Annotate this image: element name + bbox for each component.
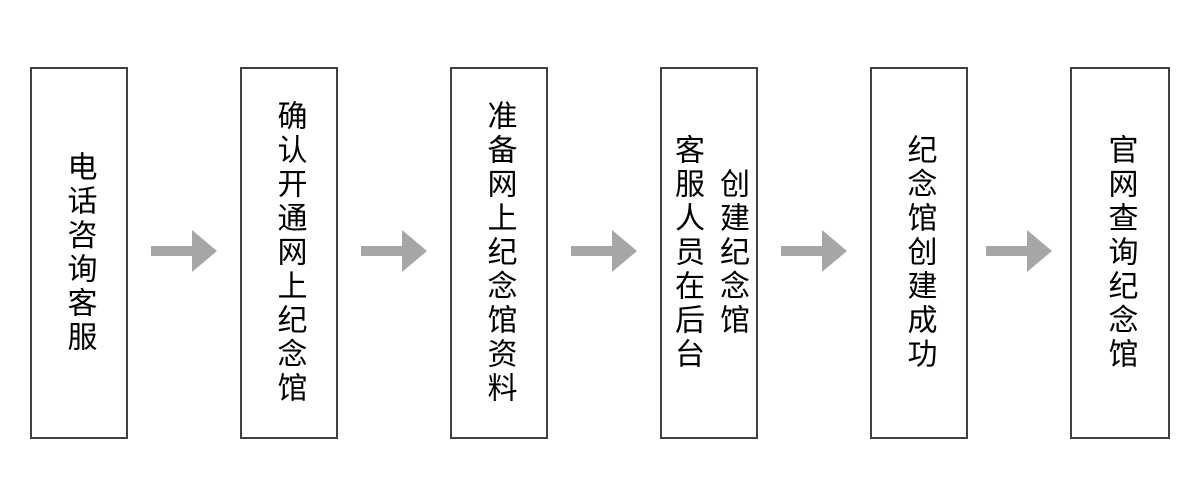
step-box-create-success: 纪念馆创建成功 [870, 67, 968, 439]
right-arrow-icon [361, 230, 427, 272]
right-arrow-icon [571, 230, 637, 272]
step-box-prepare-materials: 准备网上纪念馆资料 [450, 67, 548, 439]
right-arrow-icon [781, 230, 847, 272]
step-label: 纪念馆创建成功 [902, 134, 936, 372]
step-box-official-site-query: 官网查询纪念馆 [1070, 67, 1170, 439]
right-arrow-icon [986, 230, 1052, 272]
step-box-phone-consult: 电话咨询客服 [30, 67, 128, 439]
step-label: 官网查询纪念馆 [1103, 134, 1137, 372]
step-label: 电话咨询客服 [62, 151, 96, 355]
step-box-backend-create: 客服人员在后台 创建纪念馆 [660, 67, 758, 439]
step-label: 准备网上纪念馆资料 [482, 100, 516, 406]
right-arrow-icon [151, 230, 217, 272]
step-label: 确认开通网上纪念馆 [272, 100, 306, 406]
step-box-confirm-open: 确认开通网上纪念馆 [240, 67, 338, 439]
step-label: 客服人员在后台 创建纪念馆 [670, 134, 748, 372]
